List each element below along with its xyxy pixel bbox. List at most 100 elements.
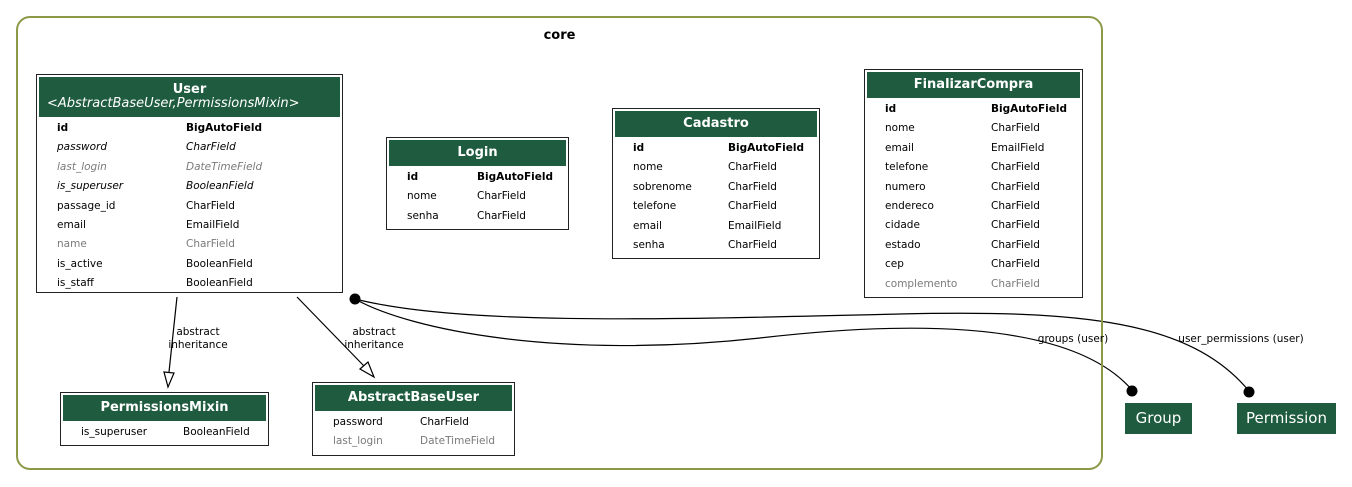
model-field-row: nome CharField [613,158,819,177]
field-type: BooleanField [186,277,253,290]
model-field-row: cidade CharField [865,216,1082,235]
model-field-row: senha CharField [613,236,819,255]
model-title: FinalizarCompra [913,77,1034,92]
core-cluster: core [16,16,1103,470]
model-field-row: passage_id CharField [37,197,342,216]
field-name: passage_id [57,199,116,212]
permission-end-dot [1243,386,1255,398]
model-field-row: last_login DateTimeField [37,158,342,177]
external-model-permission[interactable]: Permission [1237,403,1336,434]
model-field-row: email EmailField [865,139,1082,158]
field-type: CharField [991,277,1040,290]
model-field-row: nome CharField [865,119,1082,138]
field-name: senha [407,209,439,222]
model-field-row: sobrenome CharField [613,178,819,197]
field-name: senha [633,238,665,251]
model-field-row: cep CharField [865,255,1082,274]
field-name: is_superuser [57,180,124,193]
field-type: CharField [477,190,526,203]
model-title: PermissionsMixin [100,400,229,415]
field-name: complemento [885,277,958,290]
model-user-header: User <AbstractBaseUser,PermissionsMixin> [39,77,340,117]
cluster-title: core [543,28,576,43]
model-title: User [172,82,207,97]
field-name: email [885,141,914,154]
relation-origin-dot [349,293,361,305]
model-title: Cadastro [683,116,749,131]
model-field-row: id BigAutoField [865,100,1082,119]
field-name: cidade [885,219,920,232]
field-type: BigAutoField [728,142,804,154]
field-name: last_login [57,160,107,173]
field-name: cep [885,258,904,271]
field-name: password [333,416,383,428]
field-name: email [57,218,86,231]
model-field-row: complemento CharField [865,275,1082,294]
field-type: CharField [728,238,777,251]
field-name: nome [633,161,663,174]
field-name: id [885,103,897,115]
field-type: CharField [991,199,1040,212]
field-name: estado [885,238,921,251]
model-finalizarcompra-header: FinalizarCompra [867,72,1080,98]
field-type: CharField [991,219,1040,232]
model-field-row: is_superuser BooleanField [37,177,342,196]
inheritance-arrowhead-permissionsmixin [163,371,175,389]
field-type: BooleanField [186,180,254,193]
field-name: nome [885,122,915,135]
field-type: EmailField [186,218,240,231]
field-name: numero [885,180,926,193]
field-type: CharField [991,161,1040,174]
inheritance-edge-abstractbaseuser [296,296,365,367]
field-name: email [633,219,662,232]
inheritance-label-permissionsmixin: abstract inheritance [168,326,228,351]
field-type: EmailField [991,141,1045,154]
user-permissions-relation-label: user_permissions (user) [1178,333,1304,345]
external-model-group[interactable]: Group [1125,403,1192,434]
model-user[interactable]: User <AbstractBaseUser,PermissionsMixin>… [36,74,343,293]
field-type: BigAutoField [991,103,1067,115]
field-name: sobrenome [633,180,692,193]
field-type: CharField [991,258,1040,271]
field-name: id [57,122,69,134]
model-field-row: email EmailField [613,217,819,236]
model-title: Login [457,145,498,160]
field-type: CharField [728,180,777,193]
field-type: DateTimeField [186,160,263,173]
field-name: id [407,171,419,183]
field-type: CharField [728,161,777,174]
groups-relation-label: groups (user) [1037,333,1109,345]
model-subtitle: <AbstractBaseUser,PermissionsMixin> [47,96,300,111]
field-type: CharField [186,141,236,154]
field-type: CharField [186,199,235,212]
field-type: BigAutoField [477,171,553,183]
field-name: telefone [885,161,929,174]
field-type: DateTimeField [420,435,496,448]
field-type: BooleanField [186,257,253,270]
field-type: CharField [991,122,1040,135]
model-field-row: id BigAutoField [387,168,568,187]
field-type: EmailField [728,219,782,232]
field-type: BooleanField [183,426,250,438]
